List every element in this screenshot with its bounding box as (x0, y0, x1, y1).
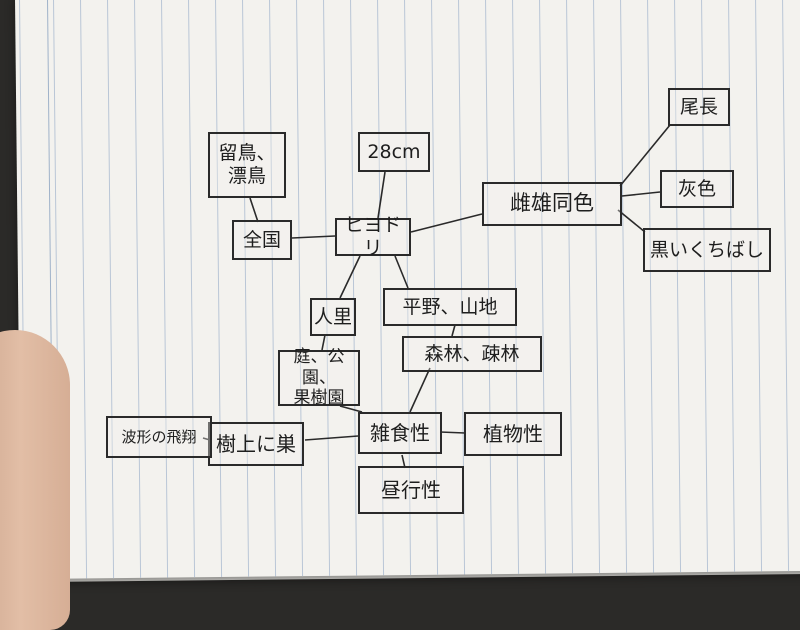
node-plains: 平野、山地 (383, 288, 517, 326)
link-plains (395, 256, 408, 288)
link-size (378, 172, 385, 218)
thumb (0, 330, 70, 630)
node-forest: 森林、疎林 (402, 336, 542, 372)
link-forest (452, 325, 455, 336)
node-garden: 庭、公園、 果樹園 (278, 350, 360, 406)
link-nationwide (292, 236, 335, 238)
link-village (340, 256, 360, 298)
link-nest (305, 436, 358, 440)
link-herbivore (440, 432, 465, 433)
node-same-color: 雌雄同色 (482, 182, 622, 226)
link-gray (622, 192, 660, 196)
node-diurnal: 昼行性 (358, 466, 464, 514)
node-nest: 樹上に巣 (208, 422, 304, 466)
node-hiyodori: ヒヨドリ (335, 218, 411, 256)
node-gray: 灰色 (660, 170, 734, 208)
link-same-color (411, 214, 482, 232)
node-flight: 波形の飛翔 (106, 416, 212, 458)
link-resident (250, 198, 258, 222)
node-resident: 留鳥、 漂鳥 (208, 132, 286, 198)
node-tail: 尾長 (668, 88, 730, 126)
node-size: 28cm (358, 132, 430, 172)
node-nationwide: 全国 (232, 220, 292, 260)
node-village: 人里 (310, 298, 356, 336)
link-omnivore-forest (410, 368, 430, 412)
node-omnivore: 雑食性 (358, 412, 442, 454)
link-beak (618, 210, 645, 232)
node-beak: 黒いくちばし (643, 228, 771, 272)
node-herbivore: 植物性 (464, 412, 562, 456)
